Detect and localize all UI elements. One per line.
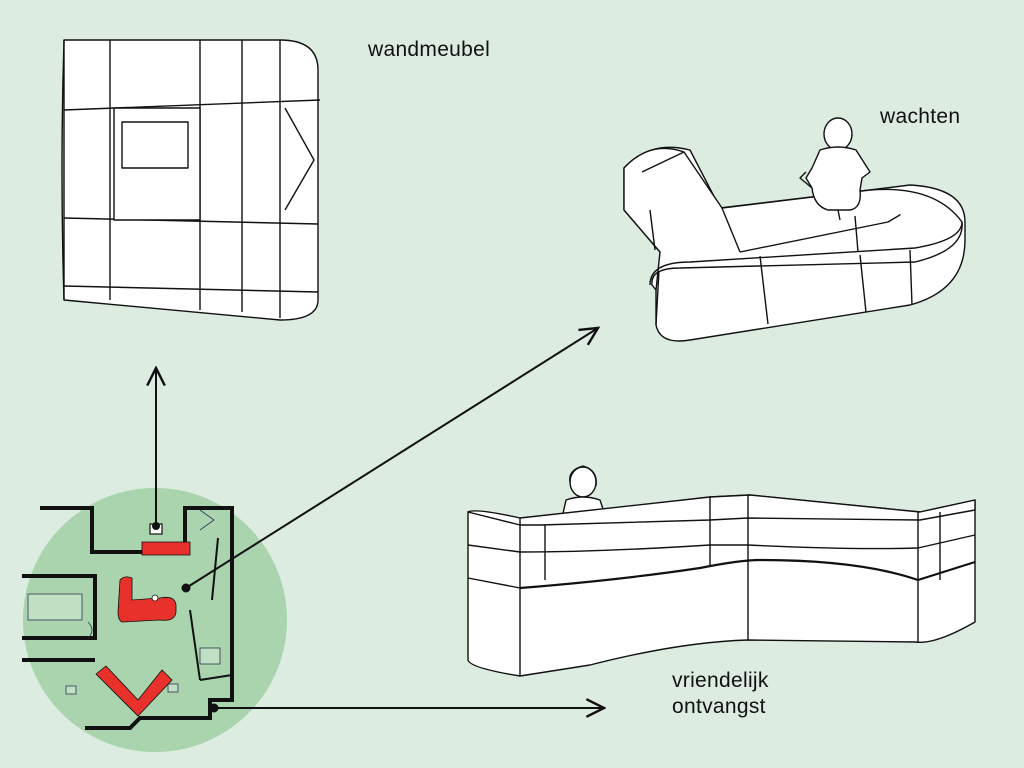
floor-plan-highlights [95,541,191,717]
floor-plan-walls [22,506,234,730]
reception-label-line1: vriendelijk [672,669,769,692]
reception-label: vriendelijk ontvangst [672,668,769,720]
arrow-origin-dot [209,703,219,713]
reception-desk-drawing [467,465,976,677]
floor-plan-furniture [27,509,221,695]
waiting-label: wachten [880,105,961,128]
arrow-origin-dot [152,522,160,530]
arrow-origin-dot [181,583,191,593]
wall-unit-label: wandmeubel [368,38,491,61]
seated-person-figure [799,117,871,211]
wall-unit-drawing [61,39,321,321]
connector-arrows [153,328,604,712]
arrow-to-waiting [185,328,598,589]
reception-label-line2: ontvangst [672,695,766,718]
waiting-bench-drawing [623,117,966,342]
floor-plan [22,488,287,752]
